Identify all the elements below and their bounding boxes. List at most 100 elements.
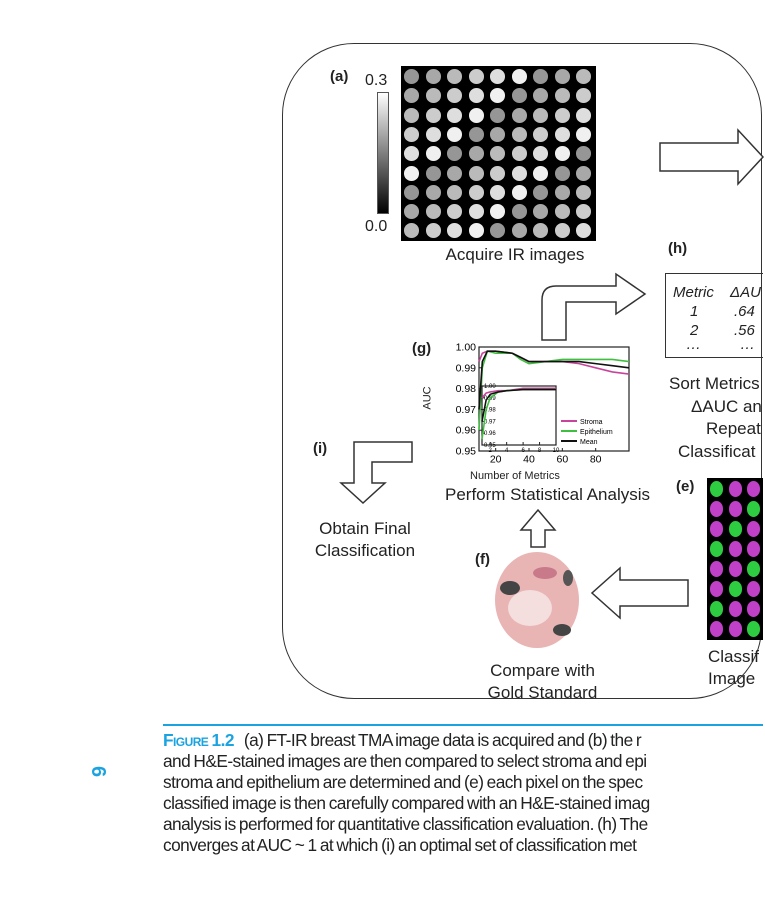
table-cell: … — [686, 336, 701, 353]
table-cell: … — [740, 336, 755, 353]
tissue-core — [490, 204, 506, 220]
table-header: Metric — [673, 284, 714, 301]
tissue-core — [533, 88, 549, 104]
tissue-core — [554, 165, 570, 181]
tissue-core — [533, 69, 549, 85]
arrow-up-icon — [519, 508, 557, 548]
tissue-core — [576, 126, 592, 142]
tissue-core — [728, 501, 742, 517]
tissue-core — [728, 561, 742, 577]
tissue-core — [576, 184, 592, 200]
tissue-core — [511, 184, 527, 200]
caption-line: converges at AUC ~ 1 at which (i) an opt… — [163, 835, 637, 855]
caption-line: Classificat — [678, 441, 756, 461]
tissue-core — [710, 561, 724, 577]
tissue-core — [425, 146, 441, 162]
tissue-core — [533, 223, 549, 239]
tissue-core — [576, 165, 592, 181]
x-tick-label: 20 — [490, 454, 502, 466]
x-tick-label: 80 — [590, 454, 602, 466]
y-axis-label: AUC — [421, 386, 434, 410]
tissue-core — [404, 184, 420, 200]
tissue-core — [576, 223, 592, 239]
tissue-core — [533, 126, 549, 142]
tissue-core — [511, 204, 527, 220]
tissue-core — [554, 107, 570, 123]
metric-table: Metric ΔAU 1 .64 2 .56 … … — [665, 273, 763, 358]
table-cell: 1 — [690, 303, 699, 320]
tissue-core — [728, 481, 742, 497]
panel-i-caption: Obtain Final Classification — [300, 518, 430, 562]
tissue-core — [404, 107, 420, 123]
tissue-core — [511, 107, 527, 123]
tissue-core — [554, 69, 570, 85]
tissue-core — [728, 601, 742, 617]
colorbar-min: 0.0 — [365, 218, 388, 235]
tissue-core — [710, 481, 724, 497]
workflow-frame — [282, 43, 762, 699]
legend-label: Stroma — [580, 419, 603, 426]
tissue-core — [747, 581, 761, 597]
tissue-core — [468, 204, 484, 220]
legend-label: Epithelium — [580, 429, 613, 436]
tissue-core — [728, 621, 742, 637]
tissue-core — [747, 561, 761, 577]
tissue-core — [447, 69, 463, 85]
tissue-core — [490, 88, 506, 104]
tissue-core — [490, 146, 506, 162]
tissue-core — [404, 69, 420, 85]
caption-line: Compare with — [490, 661, 595, 680]
tissue-core — [425, 223, 441, 239]
tissue-core — [468, 69, 484, 85]
tissue-core — [747, 481, 761, 497]
tissue-core — [511, 146, 527, 162]
caption-line: Image — [708, 669, 756, 688]
tissue-core — [425, 88, 441, 104]
tissue-core — [576, 204, 592, 220]
tissue-core — [468, 107, 484, 123]
x-tick-label: 8 — [538, 448, 542, 454]
tissue-core — [468, 146, 484, 162]
tissue-core — [447, 107, 463, 123]
panel-h-label: (h) — [668, 240, 688, 257]
caption-line: Sort Metrics — [669, 374, 760, 393]
x-tick-label: 10 — [553, 448, 560, 454]
tissue-core — [511, 88, 527, 104]
table-cell: .56 — [734, 322, 755, 339]
y-tick-label: 0.97 — [456, 404, 477, 416]
tissue-core — [576, 88, 592, 104]
tissue-core — [511, 69, 527, 85]
tissue-core — [710, 541, 724, 557]
tissue-core — [447, 223, 463, 239]
table-header: ΔAU — [730, 284, 761, 301]
panel-g-caption: Perform Statistical Analysis — [444, 485, 650, 504]
panel-f-label: (f) — [475, 551, 490, 568]
tissue-core — [447, 146, 463, 162]
caption-rule — [163, 724, 763, 726]
series-line-mean — [478, 350, 630, 410]
tissue-core — [576, 69, 592, 85]
tissue-core — [533, 107, 549, 123]
tissue-core — [747, 621, 761, 637]
panel-g-label: (g) — [412, 340, 432, 357]
y-tick-label: 0.98 — [456, 383, 477, 395]
tissue-core — [576, 107, 592, 123]
tissue-core — [490, 165, 506, 181]
tissue-core — [728, 581, 742, 597]
tissue-core — [511, 165, 527, 181]
tissue-core — [511, 126, 527, 142]
tissue-core — [490, 184, 506, 200]
y-tick-label: 0.98 — [484, 408, 496, 414]
tissue-core — [404, 126, 420, 142]
tissue-core — [747, 541, 761, 557]
caption-line: Classif — [708, 647, 760, 666]
y-tick-label: 0.96 — [456, 425, 477, 437]
tissue-core — [533, 165, 549, 181]
y-tick-label: 0.95 — [456, 446, 477, 458]
tissue-core — [447, 204, 463, 220]
tissue-core — [468, 165, 484, 181]
tissue-core — [554, 126, 570, 142]
tissue-core — [747, 521, 761, 537]
tissue-core — [554, 184, 570, 200]
